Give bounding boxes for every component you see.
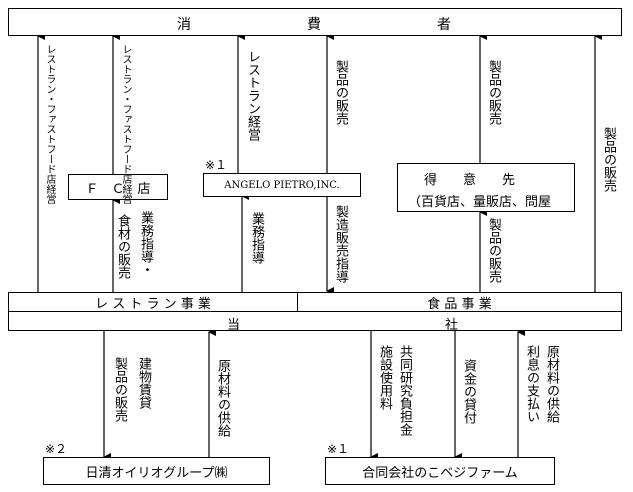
label-loan: 資金の貸付 bbox=[461, 359, 476, 424]
nokobe-label: 合同会社のこベジファーム bbox=[362, 465, 518, 481]
label-manufacturing-guidance: 製造販売指導 bbox=[333, 205, 348, 283]
label-angelo-to-consumer: レストラン経営 bbox=[245, 50, 260, 141]
label-product-sales-nisshin: 製品の販売 bbox=[112, 357, 127, 422]
consumer-label-3: 者 bbox=[437, 17, 451, 33]
label-fc-to-consumer-1: レストラン・ファストフード店経営 bbox=[44, 44, 55, 204]
food-business-label: 食 品 事 業 bbox=[427, 296, 492, 312]
nokobe-note-mark: ※１ bbox=[327, 442, 350, 456]
nisshin-box: 日清オイリオグループ㈱ bbox=[43, 457, 270, 485]
label-food-material-sales: 食材の販売 bbox=[115, 214, 130, 279]
label-business-guidance-angelo: 業務指導 bbox=[249, 212, 264, 264]
customers-title: 得 意 先 bbox=[424, 173, 516, 188]
restaurant-business-bar: レ ス ト ラ ン 事 業 bbox=[8, 292, 298, 312]
label-raw-material-nisshin: 原材料の供給 bbox=[215, 359, 230, 437]
company-label-1: 当 bbox=[227, 318, 241, 333]
label-fc-to-consumer-2: レストラン・ファストフード店経営 bbox=[120, 44, 131, 204]
company-label-2: 社 bbox=[445, 318, 459, 333]
label-facility-fee: 施設使用料 bbox=[377, 345, 392, 410]
angelo-pietro-box: ANGELO PIETRO,INC. bbox=[203, 173, 361, 197]
label-building-lease: 建物賃貸 bbox=[136, 357, 151, 409]
nokobe-box: 合同会社のこベジファーム bbox=[325, 457, 555, 485]
label-joint-research: 共同研究負担金 bbox=[397, 345, 412, 436]
consumer-label-1: 消 bbox=[177, 17, 191, 33]
customers-box: 得 意 先 （百貨店、量販店、問屋 bbox=[397, 163, 575, 212]
customers-detail: （百貨店、量販店、問屋 bbox=[408, 195, 552, 210]
label-business-guidance-fc: 業務指導・ bbox=[138, 211, 153, 276]
consumer-label-2: 費 bbox=[307, 17, 321, 33]
label-customers-to-consumer: 製品の販売 bbox=[486, 60, 501, 125]
fc-store-label: Ｆ Ｃ 店 bbox=[85, 181, 151, 197]
label-food-to-customers: 製品の販売 bbox=[486, 218, 501, 283]
nisshin-note-mark: ※２ bbox=[45, 442, 68, 456]
restaurant-business-label: レ ス ト ラ ン 事 業 bbox=[95, 296, 211, 312]
angelo-pietro-label: ANGELO PIETRO,INC. bbox=[224, 179, 340, 191]
label-interest: 利息の支払い bbox=[524, 345, 539, 423]
label-angelo-products: 製品の販売 bbox=[333, 60, 348, 125]
nisshin-label: 日清オイリオグループ㈱ bbox=[85, 465, 228, 481]
company-bar: 当 社 bbox=[8, 311, 622, 333]
label-food-to-consumer: 製品の販売 bbox=[601, 127, 616, 192]
food-business-bar: 食 品 事 業 bbox=[297, 292, 622, 312]
label-raw-material-nokobe: 原材料の供給 bbox=[544, 345, 559, 423]
fc-store-box: Ｆ Ｃ 店 bbox=[68, 174, 168, 200]
angelo-note-mark: ※１ bbox=[205, 158, 228, 172]
consumer-bar: 消 費 者 bbox=[8, 8, 622, 36]
